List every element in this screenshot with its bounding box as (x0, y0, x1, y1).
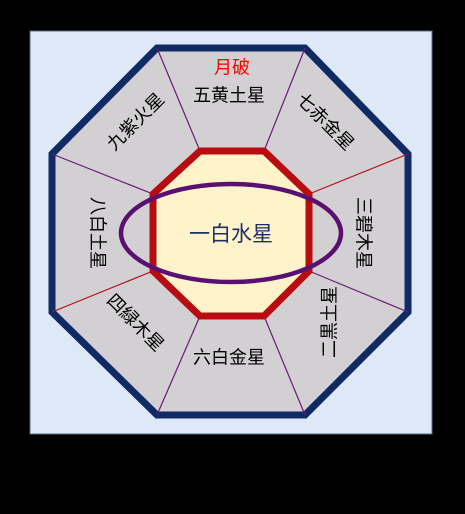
divider-bottom-right (263, 315, 306, 416)
sector-label-right: 三碧木星 (353, 197, 374, 269)
monthly-break-label: 月破 (214, 58, 250, 79)
divider-right-upper (308, 153, 409, 195)
inner-octagon (149, 147, 313, 320)
sector-label-left: 八白土星 (87, 197, 108, 269)
sector-label-top: 五黄土星 (193, 86, 265, 107)
divider-left-upper (51, 153, 154, 195)
divider-left-lower (51, 270, 154, 313)
divider-top-right (263, 47, 306, 152)
center-label: 一白水星 (189, 222, 273, 246)
sector-label-bottom: 六白金星 (193, 348, 265, 369)
sector-label-bottom-right: 二黒土星 (320, 286, 341, 358)
center-ellipse (118, 181, 344, 285)
divider-bottom-left (156, 315, 201, 416)
divider-right-lower (308, 270, 409, 313)
divider-top-left (156, 47, 201, 152)
sector-dividers (51, 47, 409, 416)
